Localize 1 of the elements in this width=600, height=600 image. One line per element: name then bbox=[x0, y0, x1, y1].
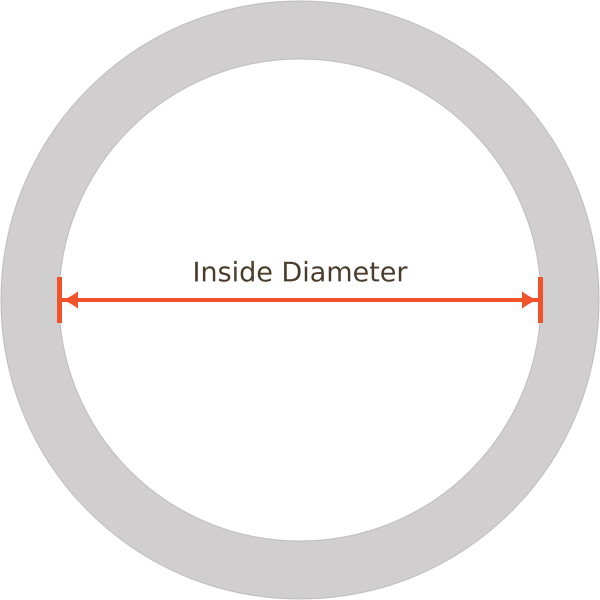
dimension-label: Inside Diameter bbox=[195, 260, 408, 282]
